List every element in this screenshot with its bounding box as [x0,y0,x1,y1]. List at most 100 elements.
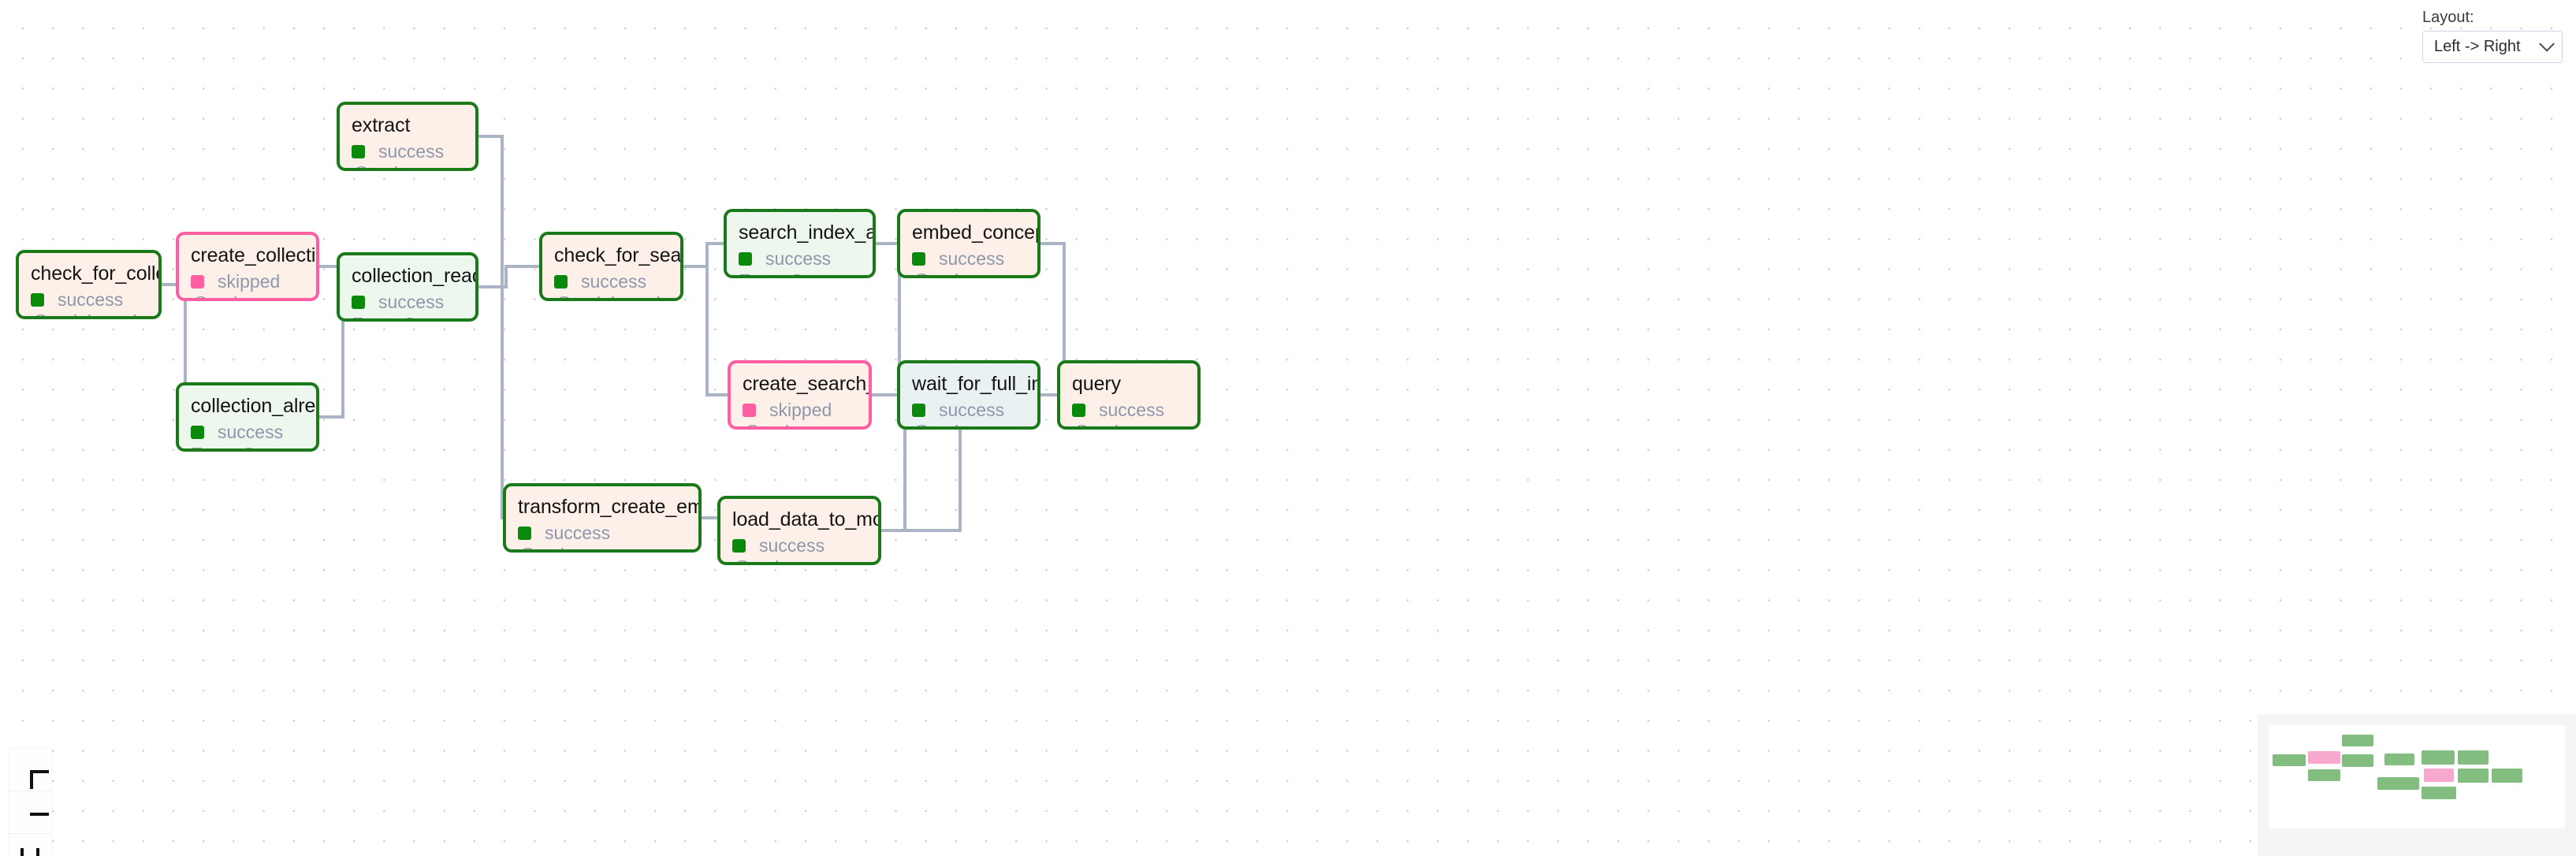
minimap-node [2458,769,2489,783]
task-node-operator: @task [352,162,463,168]
task-node-state: success [191,422,304,442]
chevron-down-icon [2539,35,2555,52]
task-node-title: query [1072,373,1122,395]
task-node-query[interactable]: query success@task [1057,360,1201,430]
minimap-node [2342,735,2373,746]
edge-check_for_search_index-to-search_index_already_exists [683,242,724,268]
edge-collection_ready-to-transform_create_embeddings [478,285,504,519]
task-node-create_collection[interactable]: create_collectionskipped@task [176,232,319,301]
task-node-state: success [352,292,463,312]
task-node-operator: @task [191,292,304,298]
task-node-check_for_collection[interactable]: check_for_collectionsuccess@task.branch [16,250,162,319]
task-node-state: success [518,523,687,543]
task-node-title: embed_concepts [912,221,1037,244]
task-node-extract[interactable]: extract success@task [337,102,478,171]
task-node-title: extract [352,114,411,136]
layout-control: Layout: Left -> Right [2422,8,2563,63]
status-label: success [581,271,647,292]
fit-view-icon [20,848,39,856]
fit-view-button[interactable] [9,834,51,856]
minimap[interactable] [2258,714,2576,856]
edge-search_index_already_exists-to-wait_for_full_indexing [876,242,901,396]
task-node-operator: @task [732,556,866,562]
task-node-check_for_search_index[interactable]: check_for_search_indexsuccess@task.branc… [539,232,683,301]
task-node-title: create_search_index [743,373,869,395]
task-node-operator: EmptyOperator [191,443,314,448]
minimap-node [2492,769,2522,783]
minimap-node [2308,769,2340,781]
edge-extract-to-transform_create_embeddings [478,135,504,519]
task-node-collection_already_exists[interactable]: collection_already_existssuccessEmptyOpe… [176,382,319,452]
task-node-operator: @task [743,421,857,426]
task-node-title: collection_already_exists [191,395,316,417]
status-label: success [218,422,284,442]
status-label: skipped [769,400,832,420]
task-node-operator: @task.sensor [912,421,1026,426]
layout-select-value: Left -> Right [2434,38,2521,55]
task-node-operator: EmptyOperator [352,313,475,318]
task-node-operator: @task.branch [31,311,147,316]
task-node-state: success [31,289,147,310]
task-node-title: check_for_search_index [554,244,682,266]
task-node-operator: @task [1072,421,1186,426]
task-node-state: success [352,141,463,162]
zoom-controls[interactable] [9,749,51,856]
status-label: success [765,248,832,269]
task-node-wait_for_full_indexing[interactable]: wait_for_full_indexingsuccess@task.senso… [897,360,1040,430]
status-label: success [58,289,124,310]
task-node-state: success [739,248,861,269]
layout-label: Layout: [2422,9,2474,26]
task-node-transform_create_embeddings[interactable]: transform_create_embeddings [12] success@… [503,483,702,553]
task-node-title: collection_ready [352,265,475,287]
task-node-title: transform_create_embeddings [12] [518,496,698,518]
minimap-node [2273,754,2306,766]
task-node-state: success [732,535,866,556]
zoom-in-button[interactable] [9,749,51,791]
minimap-node [2384,754,2414,765]
task-node-create_search_index[interactable]: create_search_indexskipped@task [728,360,872,430]
status-swatch-success [739,251,752,266]
status-swatch-success [352,295,365,309]
status-swatch-skipped [191,274,204,288]
task-node-state: success [912,400,1026,420]
zoom-out-button[interactable] [9,791,51,834]
status-swatch-skipped [743,403,756,417]
task-node-search_index_already_exists[interactable]: search_index_already_existssuccessEmptyO… [724,209,876,278]
status-swatch-success [1072,403,1085,417]
task-node-state: success [912,248,1026,269]
minimap-node [2422,750,2455,765]
status-swatch-success [191,425,204,439]
status-swatch-success [31,292,44,307]
task-node-title: wait_for_full_indexing [912,373,1040,395]
status-label: success [939,248,1005,269]
status-swatch-success [912,251,925,266]
minimap-node [2422,787,2456,799]
task-node-state: skipped [743,400,857,420]
task-node-load_data_to_mongo_db[interactable]: load_data_to_mongo_db [12]success@task [717,496,881,565]
minimap-node [2424,769,2454,782]
layout-select[interactable]: Left -> Right [2422,31,2563,63]
status-label: skipped [218,271,281,292]
task-node-embed_concepts[interactable]: embed_conceptssuccess@task [897,209,1040,278]
minimap-node [2458,750,2489,765]
minimap-node [2377,777,2419,790]
status-label: success [378,292,445,312]
status-label: success [1099,400,1165,420]
task-node-operator: EmptyOperator [739,270,862,275]
task-node-state: success [1072,400,1186,420]
task-node-collection_ready[interactable]: collection_readysuccessEmptyOperator [337,252,478,322]
minimap-node [2308,751,2340,764]
minimap-node [2342,754,2373,767]
minimap-viewport[interactable] [2269,725,2565,828]
status-swatch-success [352,144,365,158]
task-node-operator: @task [518,544,687,549]
task-node-title: search_index_already_exists [739,221,876,244]
status-label: success [759,535,825,556]
task-node-operator: @task [912,270,1026,275]
status-label: success [378,141,445,162]
task-node-operator: @task.branch [554,292,668,298]
edge-collection_ready-to-check_for_search_index [478,265,539,288]
status-swatch-success [554,274,568,288]
status-label: success [545,523,611,543]
